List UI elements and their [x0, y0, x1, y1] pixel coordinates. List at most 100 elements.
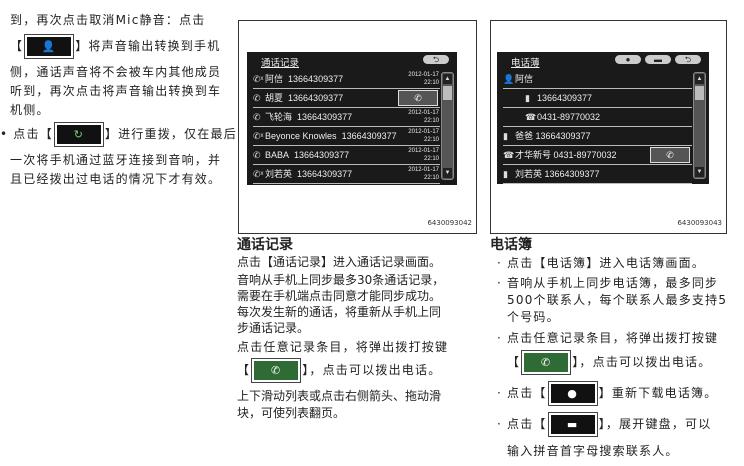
back-button[interactable]: ⮌ [423, 55, 449, 64]
text: 】，展开键盘，可以 [598, 417, 712, 431]
left-line-2: 【👤】将声音输出转换到手机 [10, 34, 220, 59]
call-date: 2012-01-17 [408, 72, 439, 78]
scrollbar[interactable]: ▲ ▼ [693, 72, 706, 179]
scroll-up-arrow[interactable]: ▲ [695, 74, 704, 84]
contact-type-icon: ▮ [503, 131, 508, 141]
contact-name: 阿信 [265, 74, 284, 84]
contact-type-icon: 👤 [503, 74, 515, 84]
phone-number: 13664309377 [297, 169, 353, 179]
scroll-thumb[interactable] [443, 86, 452, 100]
phonebook-row[interactable]: ▮ 爸爸 13664309377 [503, 127, 692, 146]
contact-type-icon: ☎ [525, 112, 537, 122]
screen-title: 电话薄 [511, 58, 540, 69]
left-line-6: • 点击【↻】进行重拨，仅在最后 [0, 122, 237, 147]
bracket: 【 [237, 363, 251, 377]
call-log-line: 每次发生新的通话，将重新从手机上同 [237, 305, 442, 319]
back-button[interactable]: ⮌ [675, 55, 701, 64]
call-button[interactable]: ✆ [398, 90, 438, 106]
call-log-row[interactable]: ✆胡夏 13664309377✆ [253, 89, 440, 108]
contact-entry: 才华新号 0431-89770032 [515, 150, 617, 160]
click-prefix: 点击【 [507, 417, 547, 431]
phonebook-row[interactable]: ☎0431-89770032 [503, 108, 692, 127]
phonebook-heading: 电话簿 [490, 237, 532, 253]
screen-title: 通话记录 [261, 58, 300, 69]
call-button[interactable]: ✆ [650, 147, 690, 163]
phonebook-row[interactable]: ☎才华新号 0431-89770032 ✆ [503, 146, 692, 165]
phone-number: 13664309377 [288, 93, 344, 103]
call-time: 22:10 [423, 137, 439, 143]
contact-type-icon: ☎ [503, 150, 515, 160]
call-log-line: 【✆】，点击可以拨出电话。 [237, 358, 441, 383]
call-date: 2012-01-17 [408, 129, 439, 135]
keyboard-icon: ▬ [654, 55, 662, 64]
call-time: 22:10 [423, 156, 439, 162]
scroll-thumb[interactable] [695, 86, 704, 100]
scroll-down-arrow[interactable]: ▼ [443, 168, 452, 178]
text: 】，点击可以拨出电话。 [572, 355, 712, 369]
click-prefix: 点击【 [507, 386, 547, 400]
phone-icon: ✆ [666, 150, 674, 160]
text: 】重新下载电话簿。 [598, 386, 718, 400]
phonebook-line: · 点击【▬】，展开键盘，可以 [497, 412, 711, 437]
phonebook-screen: 电话薄 ● ▬ ⮌ 👤阿信▮13664309377☎0431-89770032▮… [497, 52, 709, 184]
person-icon: 👤 [27, 37, 72, 56]
phonebook-row[interactable]: ▮刘若英 13664309377 [503, 165, 692, 184]
figure-id: 6430093043 [677, 219, 722, 227]
bullet: · [497, 256, 503, 270]
bullet: · [497, 386, 503, 400]
call-log-line: 音响从手机上同步最多30条通话记录， [237, 273, 445, 287]
contact-type-icon: ▮ [525, 93, 530, 103]
phonebook-row[interactable]: ▮13664309377 [503, 89, 692, 108]
call-button-image: ✆ [521, 350, 572, 375]
text: 】将声音输出转换到手机 [75, 39, 221, 53]
phonebook-line: 输入拼音首字母搜索联系人。 [497, 443, 679, 459]
left-line-3: 侧，通话声音将不会被车内其他成员 [10, 65, 222, 79]
phone-number: 13664309377 [294, 150, 350, 160]
scrollbar[interactable]: ▲ ▼ [441, 72, 454, 180]
call-time: 22:10 [423, 80, 439, 86]
phonebook-line: · 点击【电话簿】进入电话簿画面。 [497, 255, 705, 271]
refresh-icon: ● [625, 55, 631, 64]
phonebook-row[interactable]: 👤阿信 [503, 70, 692, 89]
outgoing-call-icon: ✆ [253, 150, 261, 160]
bracket: 】 [104, 127, 119, 141]
phonebook-figure: 电话薄 ● ▬ ⮌ 👤阿信▮13664309377☎0431-89770032▮… [490, 20, 727, 234]
call-date: 2012-01-17 [408, 110, 439, 116]
contact-entry: 阿信 [515, 74, 534, 84]
bullet: · [497, 331, 503, 345]
call-log-line: 步通话记录。 [237, 321, 310, 335]
refresh-button[interactable]: ● [615, 55, 641, 64]
refresh-icon: ● [550, 384, 595, 403]
text: 音响从手机上同步电话簿，最多同步 [507, 276, 719, 290]
keyboard-button[interactable]: ▬ [645, 55, 671, 64]
phone-icon: ✆ [414, 93, 422, 103]
scroll-down-arrow[interactable]: ▼ [695, 167, 704, 177]
text: 进行重拨，仅在最后 [118, 127, 237, 141]
phonebook-line: · 点击【●】重新下载电话簿。 [497, 381, 717, 406]
call-log-line: 需要在手机端点击同意才能同步成功。 [237, 289, 442, 303]
call-date: 2012-01-17 [408, 167, 439, 173]
bullet-prefix: • 点击【 [0, 127, 53, 141]
redial-button-image: ↻ [53, 122, 104, 147]
contact-entry: 0431-89770032 [537, 112, 601, 122]
contact-type-icon: ▮ [503, 169, 508, 179]
scroll-up-arrow[interactable]: ▲ [443, 74, 452, 84]
call-log-heading: 通话记录 [237, 237, 293, 253]
missed-call-icon: ✆ˣ [253, 169, 264, 179]
bracket: 【 [507, 355, 521, 369]
phone-number: 13664309377 [288, 74, 344, 84]
bullet: · [497, 276, 503, 290]
contact-entry: 爸爸 13664309377 [515, 131, 591, 141]
left-line-4: 听到，再次点击将声音输出转换到车 [10, 84, 222, 98]
text: 输入拼音首字母搜索联系人。 [507, 444, 679, 458]
figure-id: 6430093042 [427, 219, 472, 227]
call-log-line: 上下滑动列表或点击右侧箭头、拖动滑 [237, 389, 442, 403]
